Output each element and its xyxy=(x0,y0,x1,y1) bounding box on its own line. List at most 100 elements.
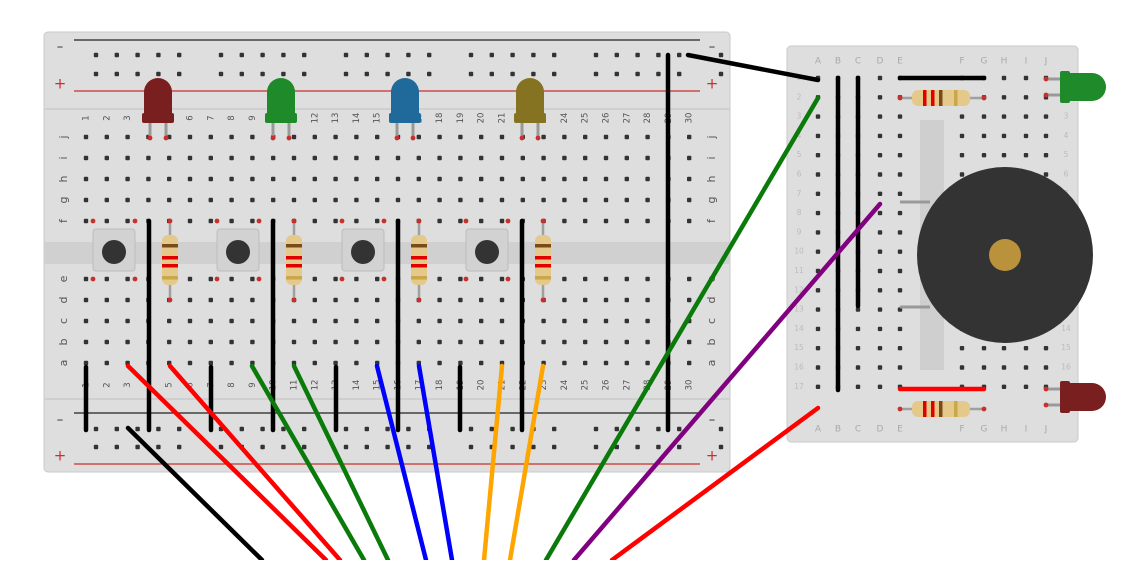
terminal-hole xyxy=(104,339,109,345)
side-hole xyxy=(897,230,903,235)
terminal-hole xyxy=(167,176,172,182)
terminal-hole xyxy=(583,155,588,161)
rail-hole xyxy=(218,71,224,77)
terminal-hole xyxy=(333,360,338,366)
terminal-hole xyxy=(333,276,338,282)
row-letter: d xyxy=(57,297,70,304)
side-hole xyxy=(877,326,883,332)
terminal-hole xyxy=(375,134,380,140)
terminal-hole xyxy=(83,339,89,345)
resistor-pin xyxy=(981,406,987,412)
terminal-hole xyxy=(437,155,442,161)
side-hole xyxy=(897,365,903,370)
rail-hole xyxy=(635,71,640,77)
row-letter: h xyxy=(57,175,70,182)
terminal-hole xyxy=(603,197,609,203)
rail-hole xyxy=(260,444,265,450)
row-number: 10 xyxy=(794,247,804,256)
row-number: 2 xyxy=(797,92,802,101)
row-letter: g xyxy=(705,197,718,204)
terminal-hole xyxy=(187,134,193,140)
wire-green-exit xyxy=(291,363,391,563)
terminal-hole xyxy=(375,297,380,303)
side-hole xyxy=(959,365,965,370)
column-number: 27 xyxy=(622,113,632,124)
side-red-led xyxy=(1043,381,1106,413)
terminal-hole xyxy=(250,197,255,203)
rail-hole xyxy=(343,444,349,450)
side-hole xyxy=(815,384,821,389)
resistor-pin xyxy=(167,218,173,224)
terminal-hole xyxy=(333,318,338,324)
row-letter: a xyxy=(705,360,718,367)
side-hole xyxy=(1043,172,1049,177)
column-letter: I xyxy=(1025,425,1028,435)
terminal-hole xyxy=(458,176,463,182)
terminal-hole xyxy=(687,155,692,161)
terminal-hole xyxy=(687,218,692,224)
terminal-hole xyxy=(687,360,692,366)
button-pin xyxy=(381,276,387,282)
terminal-hole xyxy=(229,155,234,161)
button-pin xyxy=(505,218,511,224)
terminal-hole xyxy=(562,134,567,140)
terminal-hole xyxy=(250,297,255,303)
terminal-hole xyxy=(167,339,172,345)
terminal-hole xyxy=(250,176,255,182)
terminal-hole xyxy=(645,360,650,366)
terminal-hole xyxy=(333,197,338,203)
terminal-hole xyxy=(375,197,380,203)
terminal-hole xyxy=(291,134,297,140)
resistor-band xyxy=(411,256,427,260)
terminal-hole xyxy=(208,176,213,182)
terminal-hole xyxy=(146,176,151,182)
rail-plus-label: + xyxy=(54,75,67,93)
terminal-hole xyxy=(208,276,213,282)
terminal-hole xyxy=(312,297,317,303)
pushbutton xyxy=(90,218,138,282)
terminal-hole xyxy=(645,197,650,203)
rail-hole xyxy=(677,444,682,450)
terminal-hole xyxy=(229,197,234,203)
column-letter: E xyxy=(897,425,903,435)
side-hole xyxy=(877,75,883,81)
terminal-hole xyxy=(499,176,505,182)
terminal-hole xyxy=(520,176,525,182)
column-number: 11 xyxy=(290,380,300,391)
side-green-led xyxy=(1043,71,1106,103)
side-hole xyxy=(877,307,883,312)
terminal-hole xyxy=(479,218,484,224)
terminal-hole xyxy=(187,155,193,161)
row-number: 15 xyxy=(794,343,804,352)
rail-hole xyxy=(593,444,599,450)
terminal-hole xyxy=(250,134,255,140)
column-number: 14 xyxy=(352,113,362,124)
column-letter: H xyxy=(1001,57,1008,67)
blue-led xyxy=(389,78,421,141)
row-number: 11 xyxy=(794,266,804,275)
side-hole xyxy=(815,133,821,139)
rail-hole xyxy=(552,444,557,450)
terminal-hole xyxy=(229,134,234,140)
terminal-hole xyxy=(499,218,505,224)
resistor-pin xyxy=(540,297,546,303)
terminal-hole xyxy=(416,134,421,140)
row-letter: g xyxy=(57,197,70,204)
terminal-hole xyxy=(645,276,650,282)
button-pin xyxy=(505,276,511,282)
column-number: 6 xyxy=(186,382,196,387)
terminal-hole xyxy=(458,318,463,324)
led-body xyxy=(267,78,295,114)
terminal-hole xyxy=(562,297,567,303)
rail-hole xyxy=(260,426,265,432)
resistor xyxy=(411,218,427,303)
side-hole xyxy=(1043,365,1049,370)
side-hole xyxy=(1023,133,1029,139)
terminal-hole xyxy=(167,318,172,324)
row-letter: b xyxy=(705,338,718,345)
terminal-hole xyxy=(458,218,463,224)
rail-hole xyxy=(489,52,494,58)
terminal-hole xyxy=(645,318,650,324)
column-number: 14 xyxy=(352,380,362,391)
piezo-buzzer xyxy=(900,167,1093,343)
